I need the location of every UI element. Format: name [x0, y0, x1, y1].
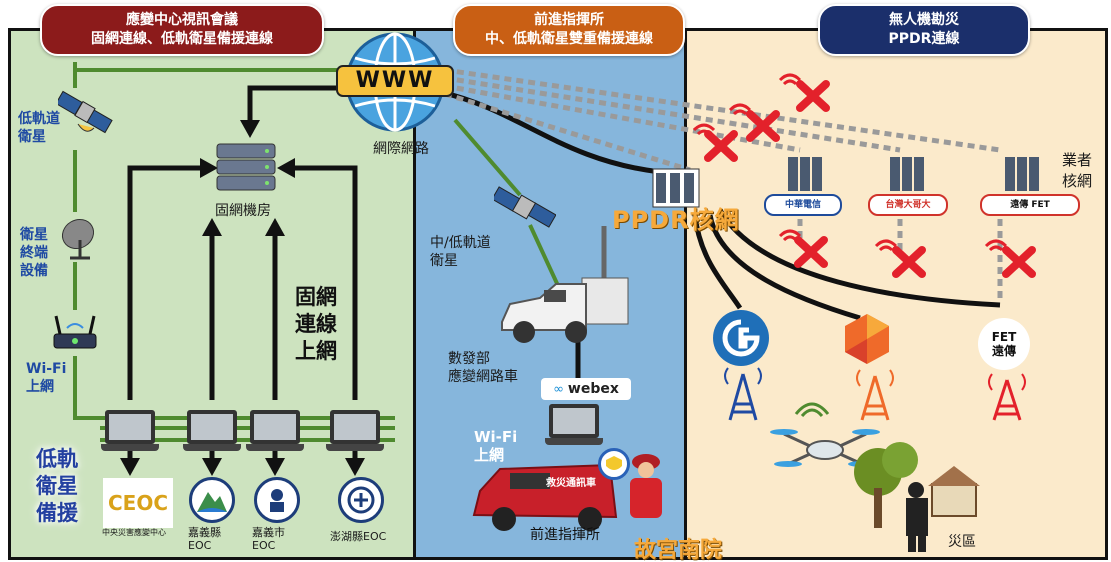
failed-x-icon: [796, 80, 830, 112]
laptop-icon: [545, 404, 603, 448]
eoc-label-chiayi-county: 嘉義縣 EOC: [188, 526, 221, 552]
satellite-dish-icon: [61, 218, 95, 260]
eoc-label-penghu: 澎湖縣EOC: [330, 530, 387, 543]
header-forward-command-post: 前進指揮所 中、低軌衛星雙重備援連線: [453, 4, 685, 56]
fixed-line-label: 固網 連線 上網: [295, 285, 337, 363]
response-vehicle-label: 數發部 應變網路車: [448, 351, 518, 385]
ppdr-core-server-icon: [652, 168, 700, 208]
palace-museum-south-label: 故宮南院: [634, 538, 723, 562]
carrier-server-icon: [1003, 155, 1041, 193]
chiayi-county-logo: [189, 477, 235, 523]
header-line1: 前進指揮所: [534, 12, 604, 28]
carrier-server-icon: [786, 155, 824, 193]
connection-failed-marks: [692, 73, 1036, 278]
cell-tower-icon: [988, 373, 1026, 421]
chiayi-city-logo: [254, 477, 300, 523]
disaster-area-scene-icon: [854, 442, 980, 552]
header-line2: 固網連線、低軌衛星備援連線: [91, 31, 273, 47]
laptop-icon: [183, 410, 241, 454]
webex-badge: ∞ webex: [541, 378, 631, 400]
www-label: WWW: [355, 68, 435, 93]
header-line2: PPDR連線: [888, 31, 960, 47]
wifi-label: Wi-Fi 上網: [26, 361, 67, 395]
cell-tower-icon: [856, 369, 894, 421]
carrier-badge-cht: 中華電信: [764, 194, 842, 216]
webex-icon: ∞: [553, 381, 564, 397]
webex-label: webex: [567, 381, 619, 397]
cht-logo: [713, 310, 769, 366]
drone-signal-icon: [794, 402, 830, 418]
leo-satellite-label: 低軌道 衛星: [18, 111, 60, 145]
meo-leo-satellite-label: 中/低軌道 衛星: [430, 235, 491, 269]
laptop-icon: [101, 410, 159, 454]
ppdr-core-label: PPDR核網: [612, 206, 740, 234]
disaster-area-label: 災區: [948, 534, 976, 550]
header-line2: 中、低軌衛星雙重備援連線: [485, 31, 653, 47]
leo-satellite-icon: [58, 90, 113, 134]
leo-backup-label: 低軌 衛星 備援: [36, 447, 78, 525]
command-post-truck-icon: [472, 463, 618, 531]
laptop-icon: [326, 410, 384, 454]
datacenter-label: 固網機房: [215, 203, 271, 219]
carrier-core-label: 業者 核網: [1062, 151, 1093, 190]
carrier-server-icon: [888, 155, 926, 193]
eoc-label-chiayi-city: 嘉義市 EOC: [252, 526, 285, 552]
failed-x-icon: [704, 130, 738, 162]
response-vehicle-icon: [501, 226, 629, 343]
meo-leo-satellite-icon: [494, 186, 556, 228]
datacenter-server-icon: [216, 143, 276, 191]
header-line1: 無人機勘災: [889, 12, 959, 28]
cell-tower-icon: [724, 367, 762, 421]
header-line1: 應變中心視訊會議: [126, 12, 238, 28]
header-eoc-video-conference: 應變中心視訊會議 固網連線、低軌衛星備援連線: [40, 4, 324, 56]
firefighter-icon: [630, 454, 662, 518]
carrier-name: 中華電信: [784, 200, 821, 210]
header-drone-survey: 無人機勘災 PPDR連線: [818, 4, 1030, 56]
wifi-router-icon: [53, 315, 97, 349]
www-globe-icon: [336, 32, 454, 132]
carrier-name: 遠傳 FET: [1010, 200, 1050, 210]
failed-x-icon: [794, 236, 828, 268]
fet-logo: FET 遠傳: [978, 318, 1030, 370]
wifi-label-middle: Wi-Fi 上網: [474, 428, 518, 464]
failed-x-icon: [892, 246, 926, 278]
command-post-label: 前進指揮所: [530, 527, 600, 543]
central-eoc-logo: CEOC: [103, 478, 173, 528]
internet-label: 網際網路: [373, 141, 429, 157]
penghu-county-logo: [338, 477, 384, 523]
eoc-label-central: 中央災害應變中心: [102, 528, 166, 537]
carrier-badge-twm: 台灣大哥大: [868, 194, 948, 216]
twm-logo: [845, 314, 889, 364]
failed-x-icon: [1002, 246, 1036, 278]
truck-text: 救災通訊車: [546, 478, 596, 489]
satellite-terminal-label: 衛星 終端 設備: [20, 227, 48, 279]
carrier-name: 台灣大哥大: [885, 200, 931, 210]
carrier-badge-fet: 遠傳 FET: [980, 194, 1080, 216]
laptop-icon: [246, 410, 304, 454]
failed-x-icon: [746, 110, 780, 142]
agency-emblem-icon: [598, 448, 630, 480]
